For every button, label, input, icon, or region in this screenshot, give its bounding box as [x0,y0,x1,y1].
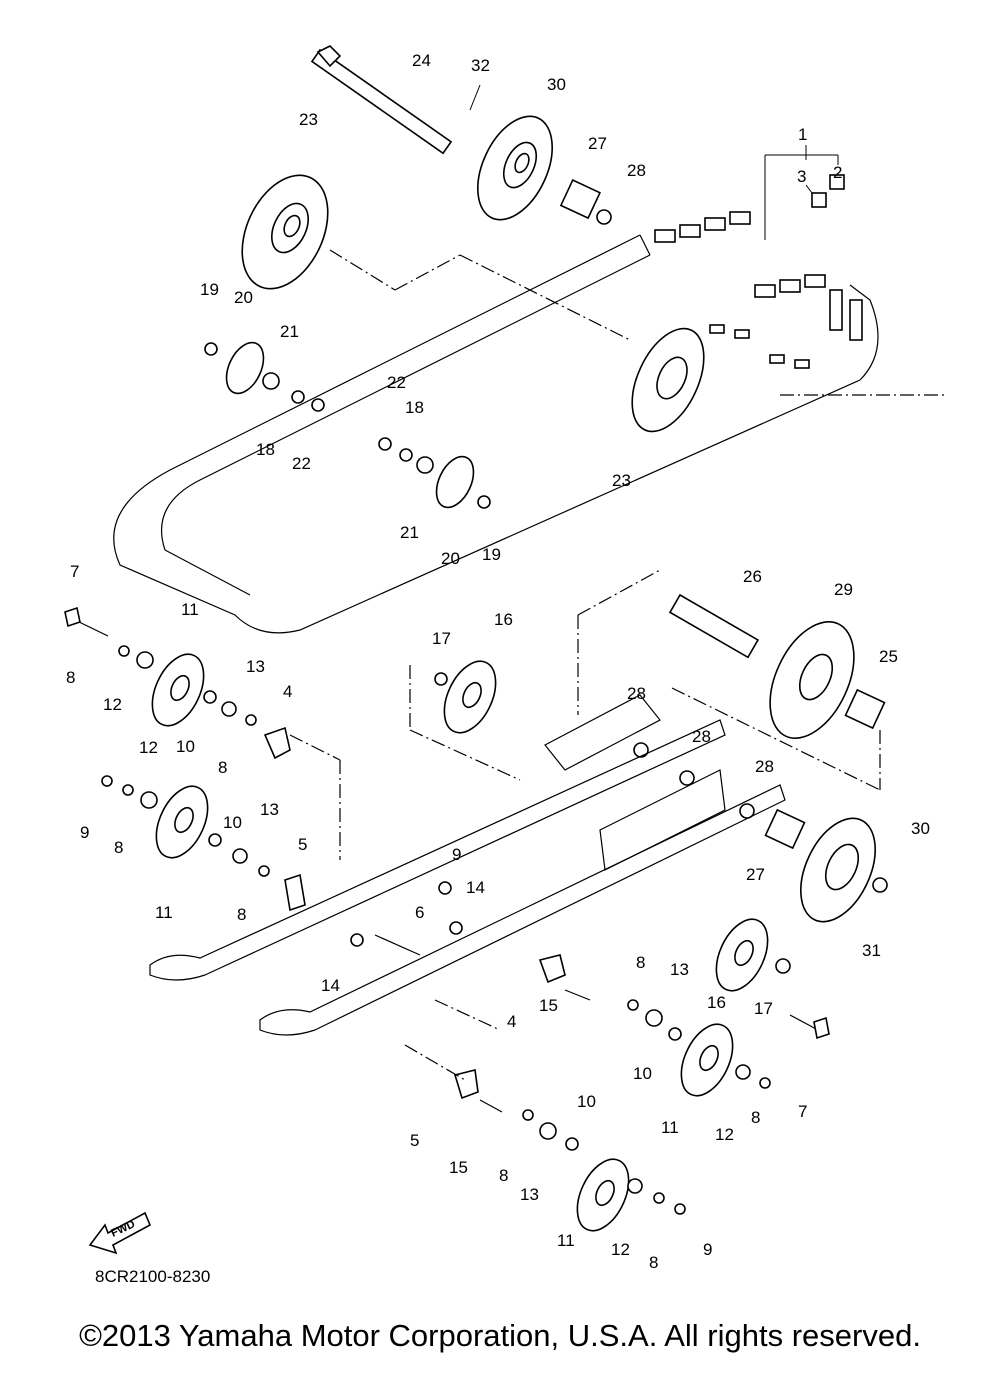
callout-26: 26 [743,567,762,586]
callout-14: 14 [321,976,340,995]
wheel-23-lower [631,327,705,433]
idler-wheels [151,341,769,1232]
callout-9: 9 [452,845,461,864]
callout-18: 18 [405,398,424,417]
callout-28: 28 [627,684,646,703]
callout-3: 3 [797,167,806,186]
wheel-29 [769,620,855,740]
callout-27: 27 [588,134,607,153]
upper-axle-group [310,45,481,155]
callout-13: 13 [520,1185,539,1204]
callout-10: 10 [223,813,242,832]
callout-17: 17 [754,999,773,1018]
callout-15: 15 [449,1158,468,1177]
callout-10: 10 [176,737,195,756]
callout-19: 19 [482,545,501,564]
drawing-code: 8CR2100-8230 [95,1267,210,1286]
callout-8: 8 [218,758,227,777]
callout-12: 12 [139,738,158,757]
callout-9: 9 [703,1240,712,1259]
callout-8: 8 [499,1166,508,1185]
callout-8: 8 [237,905,246,924]
callout-30: 30 [911,819,930,838]
callout-21: 21 [400,523,419,542]
callout-27: 27 [746,865,765,884]
callout-17: 17 [432,629,451,648]
callout-10: 10 [633,1064,652,1083]
callout-15: 15 [539,996,558,1015]
callout-11: 11 [661,1118,679,1137]
callout-1: 1 [798,125,807,144]
leader-lines [764,145,839,240]
track-lugs [654,211,863,369]
callout-16: 16 [494,610,513,629]
fwd-arrow: FWD [88,1211,152,1255]
callout-16: 16 [707,993,726,1012]
callout-11: 11 [181,600,199,619]
bolts [64,606,830,1113]
callout-9: 9 [80,823,89,842]
callout-8: 8 [649,1253,658,1272]
callout-25: 25 [879,647,898,666]
callout-19: 19 [200,280,219,299]
callout-30: 30 [547,75,566,94]
callout-22: 22 [387,373,406,392]
callout-4: 4 [507,1012,516,1031]
callout-24: 24 [412,51,431,70]
callout-12: 12 [611,1240,630,1259]
wheel-23-upper [241,174,329,290]
slide-rails [149,569,881,1081]
callout-32: 32 [471,56,490,75]
callout-31: 31 [862,941,881,960]
callout-13: 13 [260,800,279,819]
callout-21: 21 [280,322,299,341]
callout-18: 18 [256,440,275,459]
callout-8: 8 [751,1108,760,1127]
callout-28: 28 [755,757,774,776]
copyright-notice: ©2013 Yamaha Motor Corporation, U.S.A. A… [79,1318,921,1353]
callout-8: 8 [636,953,645,972]
callout-5: 5 [298,835,307,854]
small-parts [101,174,888,1215]
callout-12: 12 [103,695,122,714]
callout-4: 4 [283,682,292,701]
wheel-30-lower [800,817,876,923]
track-belt [113,211,945,634]
callout-2: 2 [833,163,842,182]
parts-exploded-diagram: FWD 1 2 3 4 4 5 5 6 7 7 8 8 8 8 8 8 8 8 … [64,45,945,1286]
callout-14: 14 [466,878,485,897]
callout-22: 22 [292,454,311,473]
callout-8: 8 [66,668,75,687]
callout-10: 10 [577,1092,596,1111]
callout-29: 29 [834,580,853,599]
callout-8: 8 [114,838,123,857]
wheel-30-upper [477,115,553,221]
callout-23: 23 [612,471,631,490]
callout-13: 13 [670,960,689,979]
callout-11: 11 [557,1231,575,1250]
callout-23: 23 [299,110,318,129]
callout-12: 12 [715,1125,734,1144]
callout-28: 28 [627,161,646,180]
callouts: 1 2 3 4 4 5 5 6 7 7 8 8 8 8 8 8 8 8 9 9 … [66,51,930,1286]
callout-6: 6 [415,903,424,922]
callout-7: 7 [70,562,79,581]
callout-28: 28 [692,727,711,746]
callout-5: 5 [410,1131,419,1150]
callout-13: 13 [246,657,265,676]
callout-20: 20 [234,288,253,307]
callout-7: 7 [798,1102,807,1121]
callout-11: 11 [155,903,173,922]
callout-20: 20 [441,549,460,568]
